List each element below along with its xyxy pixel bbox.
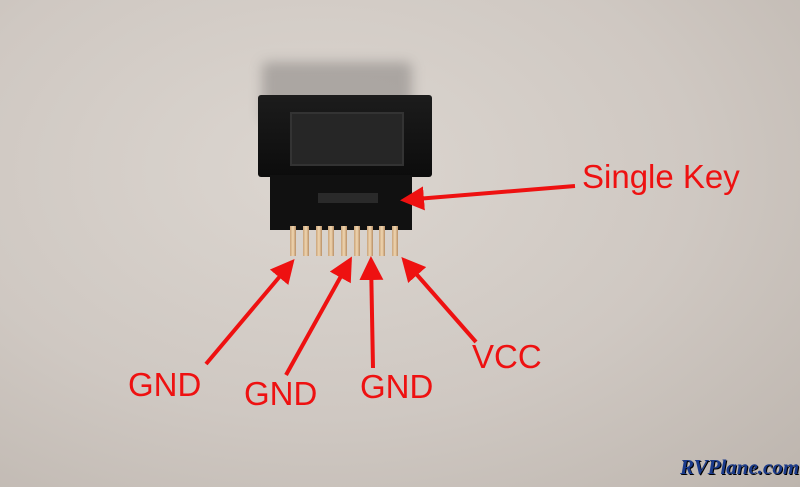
- arrow-gnd-3: [359, 256, 384, 369]
- connector-latch: [290, 112, 404, 166]
- label-gnd-2: GND: [244, 375, 318, 412]
- connector-pin: [392, 226, 398, 256]
- label-single-key: Single Key: [582, 158, 740, 195]
- connector-pin: [366, 226, 373, 256]
- connector-pin: [315, 226, 322, 256]
- arrow-vcc: [401, 256, 478, 344]
- label-vcc: VCC: [472, 338, 542, 375]
- arrow-gnd-1: [204, 258, 295, 366]
- connector-pin: [290, 226, 296, 256]
- connector-pin: [341, 226, 347, 256]
- arrow-gnd-2: [284, 256, 352, 376]
- connector-pin: [328, 226, 335, 256]
- watermark: RVPlane.com: [680, 455, 800, 479]
- label-gnd-3: GND: [360, 368, 434, 405]
- connector-pin: [302, 226, 309, 256]
- connector-key-slot: [318, 193, 378, 203]
- arrow-single-key: [400, 184, 576, 211]
- connector-pin: [379, 226, 386, 256]
- connector-pins: [290, 226, 398, 256]
- connector-pin: [353, 226, 360, 256]
- label-gnd-1: GND: [128, 366, 202, 403]
